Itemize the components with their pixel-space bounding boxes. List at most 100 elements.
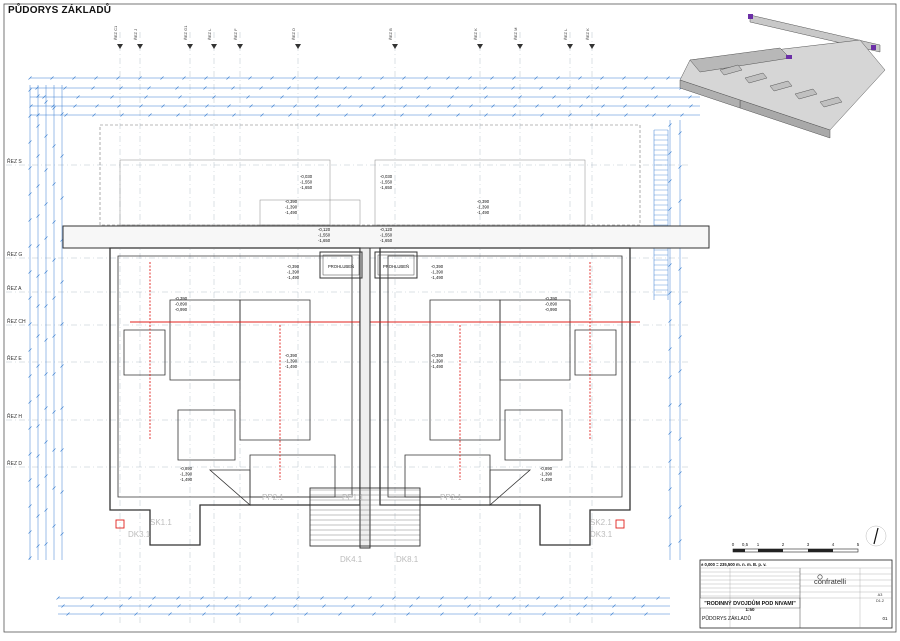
dimension-tick — [148, 604, 152, 608]
dimension-tick — [496, 604, 500, 608]
section-marker-left: ŘEZ D — [7, 459, 22, 467]
pit-label: PROHLUBEŇ — [383, 264, 409, 269]
dimension-tick — [110, 95, 114, 99]
drawing-name: PŮDORYS ZÁKLADŮ — [702, 615, 751, 622]
dimension-tick — [382, 95, 386, 99]
section-arrow — [237, 44, 243, 49]
dimension-tick — [36, 244, 40, 248]
dimension-tick — [44, 508, 48, 512]
dimension-tick — [338, 612, 342, 616]
dimension-tick — [678, 403, 682, 407]
elevation-value: -1,550 — [380, 233, 393, 238]
inner-footing — [404, 454, 491, 498]
pit-inner — [322, 254, 360, 276]
dimension-tick — [610, 612, 614, 616]
dimension-tick — [668, 291, 672, 295]
dimension-tick — [678, 301, 682, 305]
dimension-tick — [60, 448, 64, 452]
paper-format: A3 — [878, 593, 883, 597]
dimension-tick — [36, 424, 40, 428]
scale-bar-tick: 0,5 — [742, 542, 749, 547]
section-arrow — [137, 44, 143, 49]
dimension-tick — [455, 86, 459, 90]
terrace-outline — [99, 124, 641, 226]
dimension-tick — [668, 431, 672, 435]
dimension-tick — [469, 104, 473, 108]
dimension-tick — [513, 104, 517, 108]
section-marker-left: ŘEZ S — [7, 157, 22, 165]
dimension-tick — [358, 76, 362, 80]
elevation-value: -1,490 — [180, 477, 193, 482]
dimension-tick — [464, 596, 468, 600]
dimension-tick — [343, 86, 347, 90]
section-marker-left: ŘEZ A — [7, 284, 22, 292]
dimension-tick — [678, 335, 682, 339]
dimension-tick — [567, 86, 571, 90]
dimension-tick — [512, 596, 516, 600]
iso-marker — [871, 45, 876, 50]
dimension-tick — [380, 604, 384, 608]
dimension-tick — [315, 104, 319, 108]
dimension-tick — [66, 612, 70, 616]
dimension-tick — [688, 95, 692, 99]
party-wall — [359, 247, 371, 549]
dimension-tick — [36, 94, 40, 98]
dimension-tick — [371, 86, 375, 90]
elevation-value: -0,890 — [545, 302, 558, 307]
dimension-tick — [467, 604, 471, 608]
dimension-tick — [28, 348, 32, 352]
dimension-tick — [525, 604, 529, 608]
elevation-value: -1,490 — [431, 364, 444, 369]
terrace-left — [119, 159, 331, 226]
elevation-value: -0,120 — [380, 227, 393, 232]
dimension-tick — [44, 304, 48, 308]
dimension-tick — [539, 86, 543, 90]
dimension-tick — [403, 104, 407, 108]
dimension-tick — [351, 604, 355, 608]
inner-footing — [574, 329, 617, 376]
dimension-tick — [72, 76, 76, 80]
dimension-tick — [119, 86, 123, 90]
dimension-tick — [484, 113, 488, 117]
dimension-tick — [508, 612, 512, 616]
dimension-tick — [147, 86, 151, 90]
dimension-tick — [76, 95, 80, 99]
dimension-tick — [52, 410, 56, 414]
dimension-tick — [44, 202, 48, 206]
elevation-value: -1,490 — [431, 275, 444, 280]
dimension-tick — [678, 267, 682, 271]
dimension-tick — [94, 76, 98, 80]
dimension-tick — [138, 76, 142, 80]
dimension-tick — [176, 596, 180, 600]
project-part: D1.2 — [876, 599, 884, 603]
dimension-tick — [175, 86, 179, 90]
dimension-tick — [456, 113, 460, 117]
company-logo-mark — [817, 574, 823, 580]
dimension-tick — [381, 104, 385, 108]
dimension-tick — [52, 372, 56, 376]
section-marker-left: ŘEZ H — [7, 412, 22, 420]
dimension-tick — [491, 104, 495, 108]
dimension-tick — [666, 76, 670, 80]
dimension-tick — [60, 280, 64, 284]
dimension-tick — [80, 596, 84, 600]
corner-marker — [615, 519, 625, 529]
dimension-tick — [293, 104, 297, 108]
dimension-tick — [372, 113, 376, 117]
dimension-tick — [139, 104, 143, 108]
elevation-value: -1,390 — [287, 270, 300, 275]
elevation-value: -0,390 — [285, 353, 298, 358]
section-marker-top: ŘEZ J — [133, 29, 138, 40]
dimension-tick — [36, 484, 40, 488]
dimension-tick — [61, 604, 65, 608]
dimension-tick — [205, 104, 209, 108]
scale-bar-tick: 5 — [857, 542, 860, 547]
dimension-tick — [36, 514, 40, 518]
dimension-tick — [656, 596, 660, 600]
scale-bar-segment — [758, 549, 783, 552]
dimension-tick — [292, 76, 296, 80]
dimension-tick — [584, 596, 588, 600]
elevation-value: -0,390 — [477, 199, 490, 204]
dimension-tick — [557, 104, 561, 108]
